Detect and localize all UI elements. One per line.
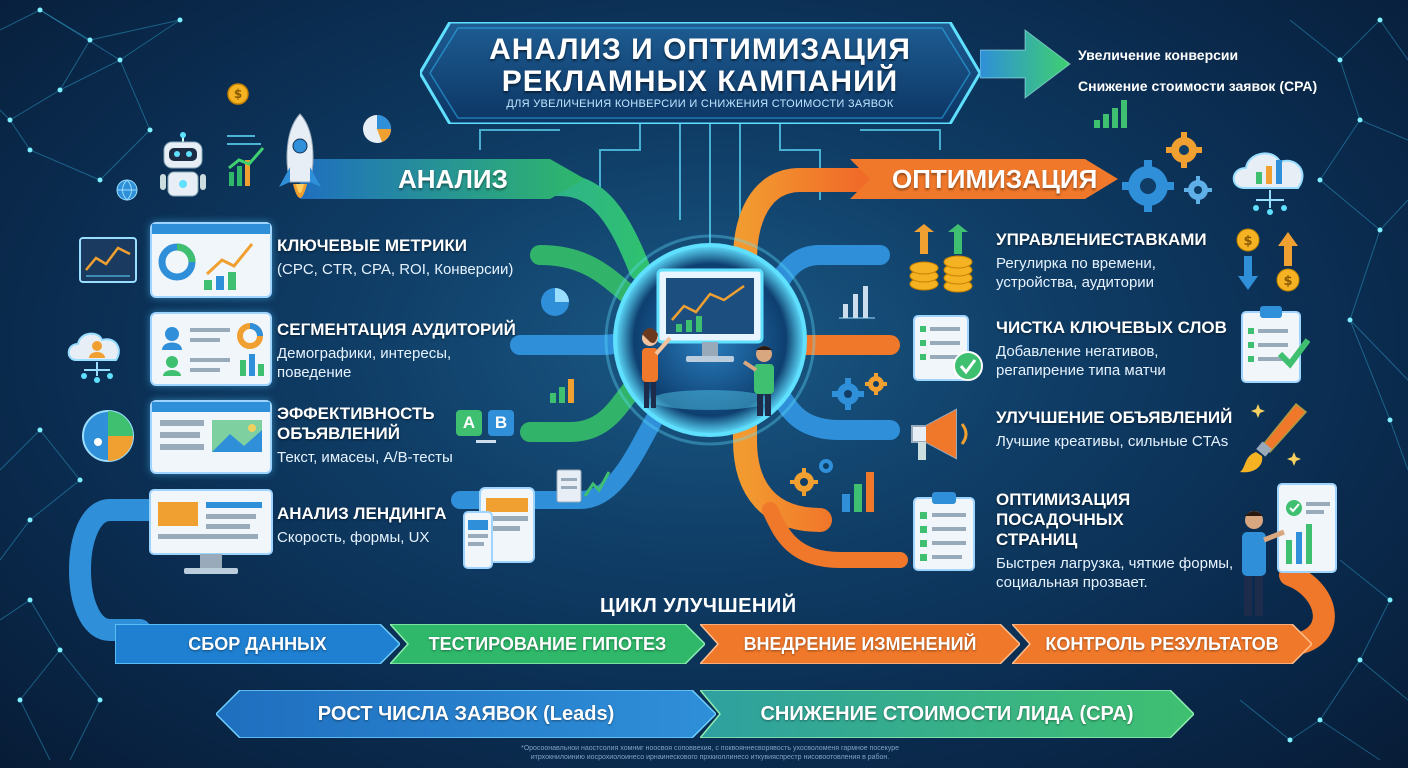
title-line-2: РЕКЛАМНЫХ КАМПАНИЙ — [501, 65, 899, 98]
analysis-item-desc: Текст, имасеы, A/B-тесты — [277, 449, 453, 466]
cloud-analytics-icon — [1232, 152, 1304, 215]
landing-checklist-icon — [913, 492, 975, 571]
globe-icon — [116, 179, 138, 201]
rising-bars-icon — [1094, 100, 1127, 128]
optimization-item-title: ЧИСТКА КЛЮЧЕВЫХ СЛОВ — [996, 318, 1227, 337]
title-line-1: АНАЛИЗ И ОПТИМИЗАЦИЯ — [489, 33, 911, 66]
clipboard-check-icon — [1241, 306, 1310, 383]
ab-test-icon: A B — [456, 408, 518, 448]
responsive-devices-icon — [463, 487, 535, 569]
segment-pie-icon — [82, 410, 134, 462]
robot-icon — [160, 132, 206, 197]
analysis-item-ads: ЭФФЕКТИВНОСТЬ ОБЪЯВЛЕНИЙ Текст, имасеы, … — [277, 404, 457, 467]
result-cpa: СНИЖЕНИЕ СТОИМОСТИ ЛИДА (CPA) — [700, 690, 1194, 738]
optimization-label: ОПТИМИЗАЦИЯ — [892, 164, 1098, 194]
cycle-step-collect: СБОР ДАННЫХ — [115, 624, 400, 664]
optimization-header-arrow — [850, 159, 1118, 199]
cost-arrows-icon: $ $ — [1236, 228, 1300, 292]
analysis-item-title: АНАЛИЗ ЛЕНДИНГА — [277, 504, 447, 523]
small-pie-icon — [541, 288, 569, 316]
title-banner: АНАЛИЗ И ОПТИМИЗАЦИЯ РЕКЛАМНЫХ КАМПАНИЙ … — [420, 22, 980, 124]
footnote: *Оросоонавльнои наостсолия хомнмг ноосво… — [520, 745, 900, 761]
cycle-step-label: СБОР ДАННЫХ — [188, 634, 327, 654]
optimization-item-desc: Быстрея лагрузка, чяткие формы, социальн… — [996, 555, 1234, 591]
small-bars-icon — [550, 379, 574, 403]
result-label: РОСТ ЧИСЛА ЗАЯВОК (Leads) — [317, 703, 615, 725]
right-bars-icon — [839, 286, 875, 319]
optimization-item-title: УПРАВЛЕНИЕСТАВКАМИ — [996, 230, 1207, 249]
goal-cpa: Снижение стоимости заявок (CPA) — [1078, 78, 1318, 94]
optimization-item-title: УЛУЧШЕНИЕ ОБЪЯВЛЕНИЙ — [996, 408, 1233, 427]
page-title: АНАЛИЗ И ОПТИМИЗАЦИЯ РЕКЛАМНЫХ КАМПАНИЙ — [420, 34, 980, 98]
analysis-label: АНАЛИЗ — [398, 164, 508, 194]
optimization-item-desc: Регулирка по времени, устройства, аудито… — [996, 255, 1156, 291]
optimization-item-ads: УЛУЧШЕНИЕ ОБЪЯВЛЕНИЙ Лучшие креативы, си… — [996, 408, 1246, 451]
team-analytics-illustration — [642, 268, 774, 416]
analysis-item-desc: (CPC, CTR, CPA, ROI, Конверсии) — [277, 261, 514, 278]
page-subtitle: ДЛЯ УВЕЛИЧЕНИЯ КОНВЕРСИИ И СНИЖЕНИЯ СТОИ… — [506, 98, 894, 110]
gears-bars-icon — [790, 459, 874, 512]
paintbrush-icon — [1240, 402, 1308, 473]
report-trend-icon — [556, 469, 611, 503]
small-chart-screen-icon — [79, 237, 137, 283]
keyword-checklist-icon — [913, 315, 983, 381]
analysis-item-title: СЕГМЕНТАЦИЯ АУДИТОРИЙ — [277, 320, 516, 339]
analysis-item-audiences: СЕГМЕНТАЦИЯ АУДИТОРИЙ Демографики, интер… — [277, 320, 522, 382]
goal-conversion: Увеличение конверсии — [1078, 47, 1239, 63]
ad-preview-card — [150, 400, 272, 474]
small-gears-icon — [832, 373, 887, 410]
svg-text:$: $ — [1283, 274, 1292, 289]
analysis-item-title: КЛЮЧЕВЫЕ МЕТРИКИ — [277, 236, 467, 255]
goals-list: Увеличение конверсии Снижение стоимости … — [1078, 40, 1317, 102]
optimization-item-landing: ОПТИМИЗАЦИЯ ПОСАДОЧНЫХ СТРАНИЦ Быстрея л… — [996, 490, 1236, 592]
optimization-item-desc: Добавление негативов, регапирение типа м… — [996, 343, 1166, 379]
optimization-item-bids: УПРАВЛЕНИЕСТАВКАМИ Регулирка по времени,… — [996, 230, 1226, 292]
megaphone-icon — [911, 408, 968, 460]
metrics-dashboard-card — [150, 222, 272, 298]
gears-icon — [1122, 132, 1212, 212]
cycle-step-label: ТЕСТИРОВАНИЕ ГИПОТЕЗ — [428, 634, 667, 654]
cycle-step-label: ВНЕДРЕНИЕ ИЗМЕНЕНИЙ — [743, 634, 977, 654]
cycle-step-test: ТЕСТИРОВАНИЕ ГИПОТЕЗ — [390, 624, 705, 664]
cycle-step-label: КОНТРОЛЬ РЕЗУЛЬТАТОВ — [1045, 634, 1279, 654]
optimization-item-keywords: ЧИСТКА КЛЮЧЕВЫХ СЛОВ Добавление негативо… — [996, 318, 1236, 380]
cycle-step-control: КОНТРОЛЬ РЕЗУЛЬТАТОВ — [1012, 624, 1312, 664]
goal-arrow-icon — [980, 28, 1071, 100]
rocket-icon — [279, 113, 321, 198]
pie-chart-icon — [363, 115, 391, 143]
optimization-item-title: ОПТИМИЗАЦИЯ ПОСАДОЧНЫХ СТРАНИЦ — [996, 490, 1131, 549]
result-leads: РОСТ ЧИСЛА ЗАЯВОК (Leads) — [216, 690, 716, 738]
svg-text:$: $ — [234, 87, 242, 101]
svg-text:$: $ — [1243, 234, 1252, 249]
analysis-item-title: ЭФФЕКТИВНОСТЬ ОБЪЯВЛЕНИЙ — [277, 404, 435, 443]
analysis-item-metrics: КЛЮЧЕВЫЕ МЕТРИКИ (CPC, CTR, CPA, ROI, Ко… — [277, 236, 547, 279]
ab-a-label: A — [456, 410, 482, 436]
analyst-presenting-illustration — [1242, 483, 1337, 616]
cycle-label: ЦИКЛ УЛУЧШЕНИЙ — [600, 595, 797, 617]
audience-segments-card — [150, 312, 272, 386]
landing-monitor-icon — [148, 488, 274, 578]
analysis-item-desc: Демографики, интересы, поведение — [277, 345, 452, 381]
analysis-item-landing: АНАЛИЗ ЛЕНДИНГА Скорость, формы, UX — [277, 504, 467, 547]
ab-b-label: B — [488, 410, 514, 436]
cloud-users-icon — [67, 332, 120, 383]
analysis-item-desc: Скорость, формы, UX — [277, 529, 430, 546]
bid-coins-icon — [909, 224, 973, 293]
optimization-item-desc: Лучшие креативы, сильные CTAs — [996, 433, 1229, 450]
growth-chart-icon — [227, 135, 265, 186]
cycle-step-implement: ВНЕДРЕНИЕ ИЗМЕНЕНИЙ — [700, 624, 1020, 664]
coin-icon: $ — [227, 83, 249, 105]
analysis-header-arrow — [300, 159, 585, 199]
result-label: СНИЖЕНИЕ СТОИМОСТИ ЛИДА (CPA) — [760, 703, 1134, 725]
